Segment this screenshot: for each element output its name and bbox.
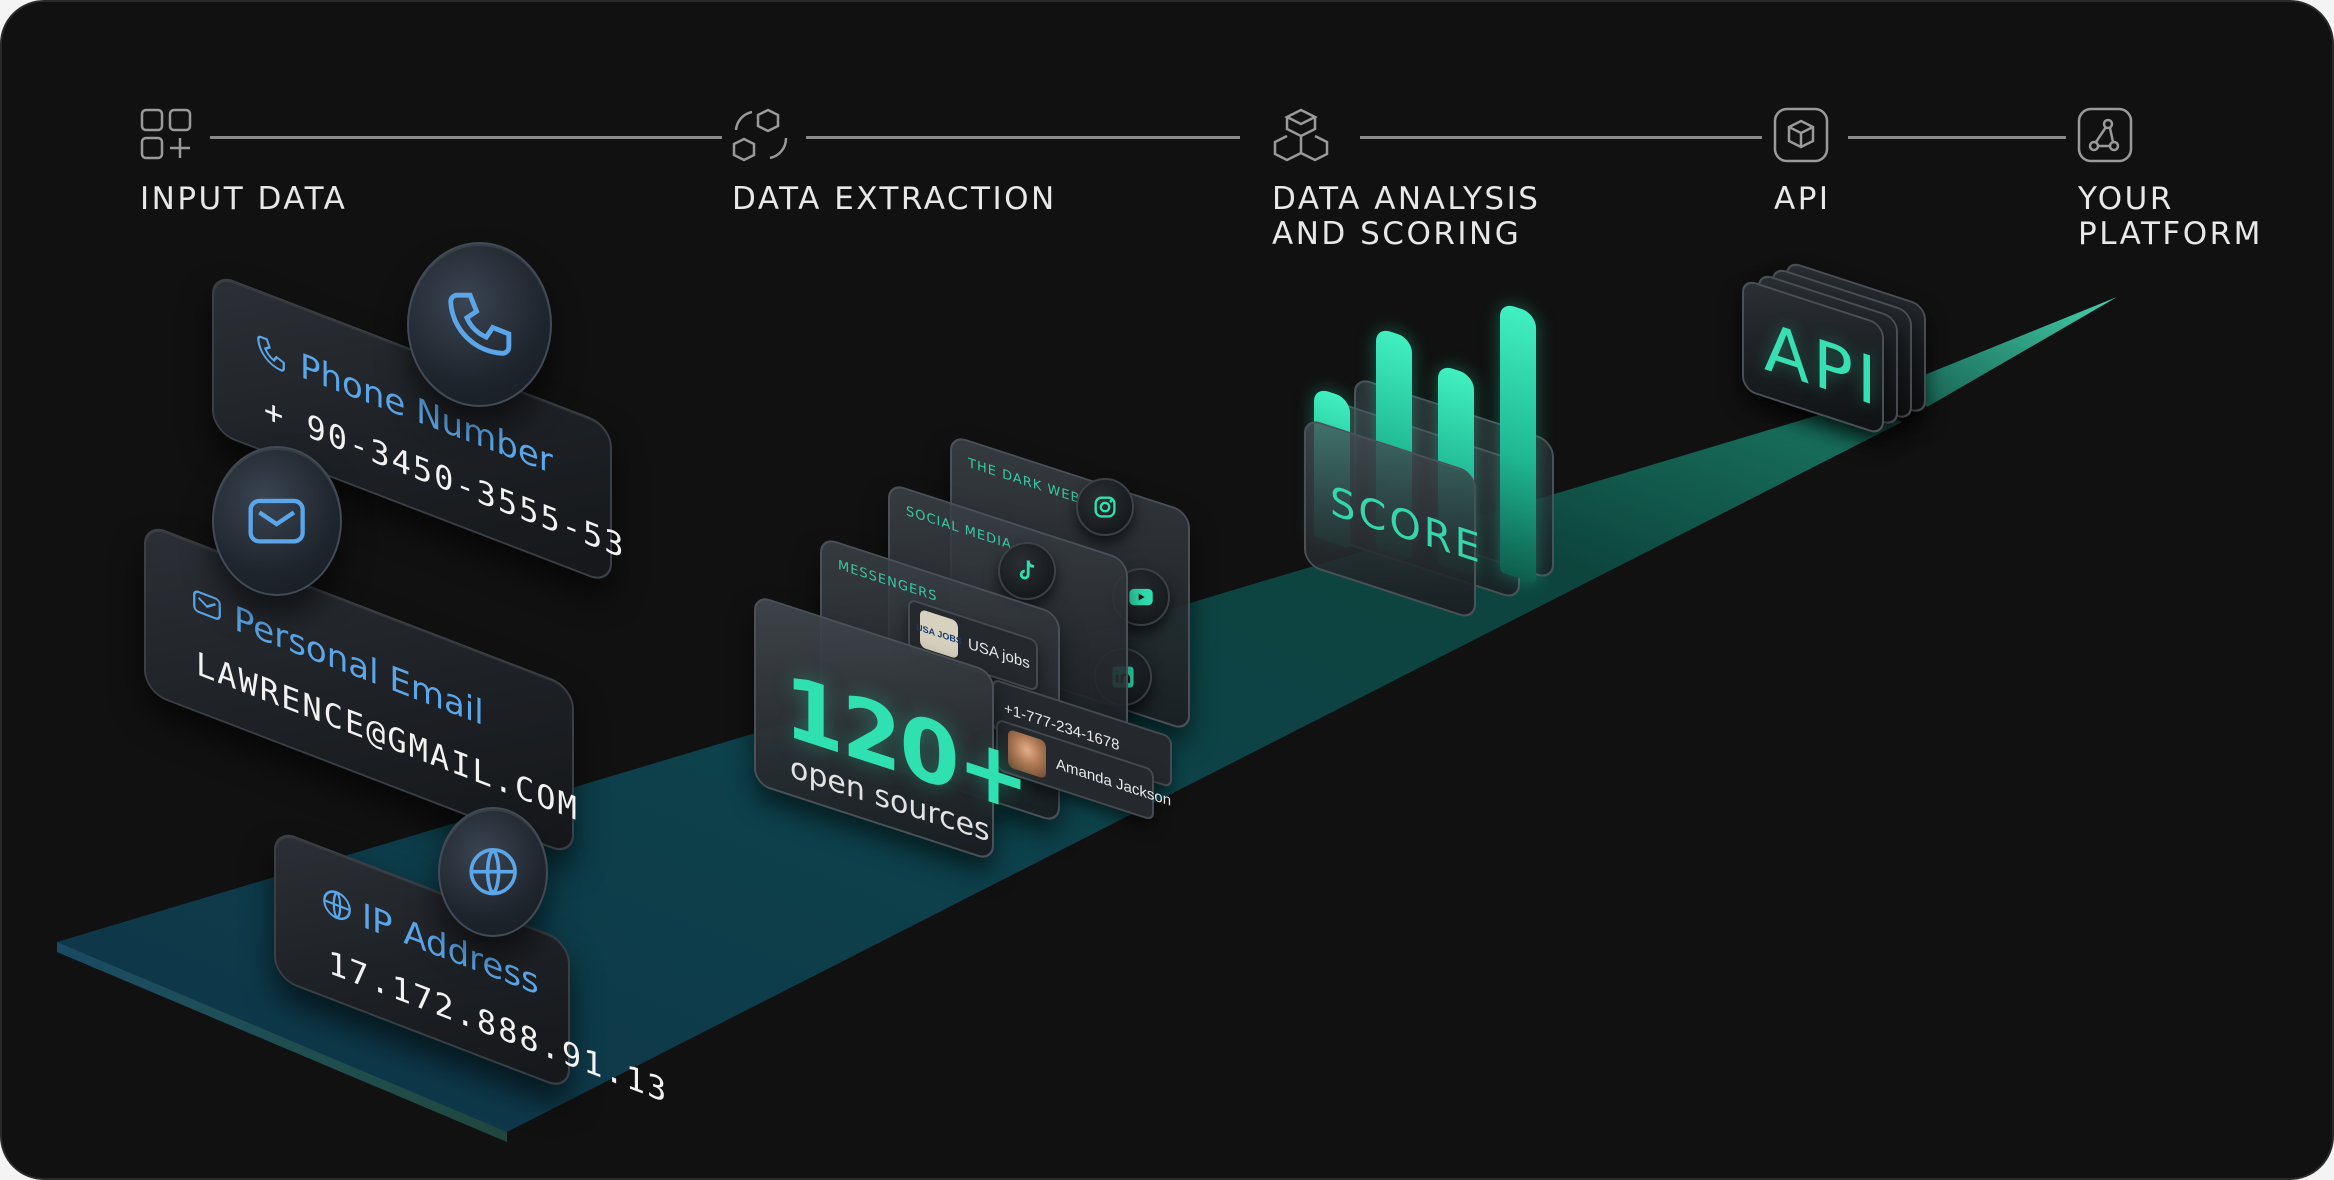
mail-icon bbox=[248, 498, 306, 544]
cube-in-square-icon bbox=[1772, 106, 1830, 164]
personal-email-card: Personal Email LAWRENCE@GMAIL.COM bbox=[144, 522, 579, 858]
step-label-api: API bbox=[1774, 181, 1831, 217]
step-connector bbox=[1848, 136, 2066, 139]
phone-icon bbox=[447, 292, 511, 356]
step-connector bbox=[210, 136, 722, 139]
cubes-cycle-icon bbox=[732, 106, 790, 164]
platform-beam bbox=[1907, 297, 2117, 407]
step-label-data-analysis: DATA ANALYSIS AND SCORING bbox=[1272, 181, 1541, 252]
share-nodes-icon bbox=[2076, 106, 2134, 164]
phone-bubble bbox=[407, 242, 552, 407]
grid-plus-icon bbox=[138, 106, 196, 164]
tiktok-icon bbox=[998, 542, 1056, 600]
globe-icon bbox=[323, 890, 351, 921]
stacked-cubes-icon bbox=[1272, 106, 1330, 164]
phone-icon bbox=[257, 335, 285, 372]
step-connector bbox=[1360, 136, 1762, 139]
step-label-your-platform: YOUR PLATFORM bbox=[2078, 181, 2263, 252]
mail-bubble bbox=[212, 446, 342, 596]
step-label-input-data: INPUT DATA bbox=[140, 181, 348, 217]
ip-address-card: IP Address 17.172.888.91.13 bbox=[274, 828, 668, 1111]
mail-icon bbox=[193, 590, 221, 620]
step-label-data-extraction: DATA EXTRACTION bbox=[732, 181, 1057, 217]
road-edge bbox=[57, 942, 507, 1142]
globe-bubble bbox=[438, 807, 548, 937]
score-bar bbox=[1500, 302, 1536, 584]
globe-icon bbox=[469, 848, 517, 896]
instagram-icon bbox=[1076, 478, 1134, 536]
step-connector bbox=[806, 136, 1240, 139]
phone-number-card: Phone Number + 90-3450-3555-53 bbox=[212, 272, 626, 586]
